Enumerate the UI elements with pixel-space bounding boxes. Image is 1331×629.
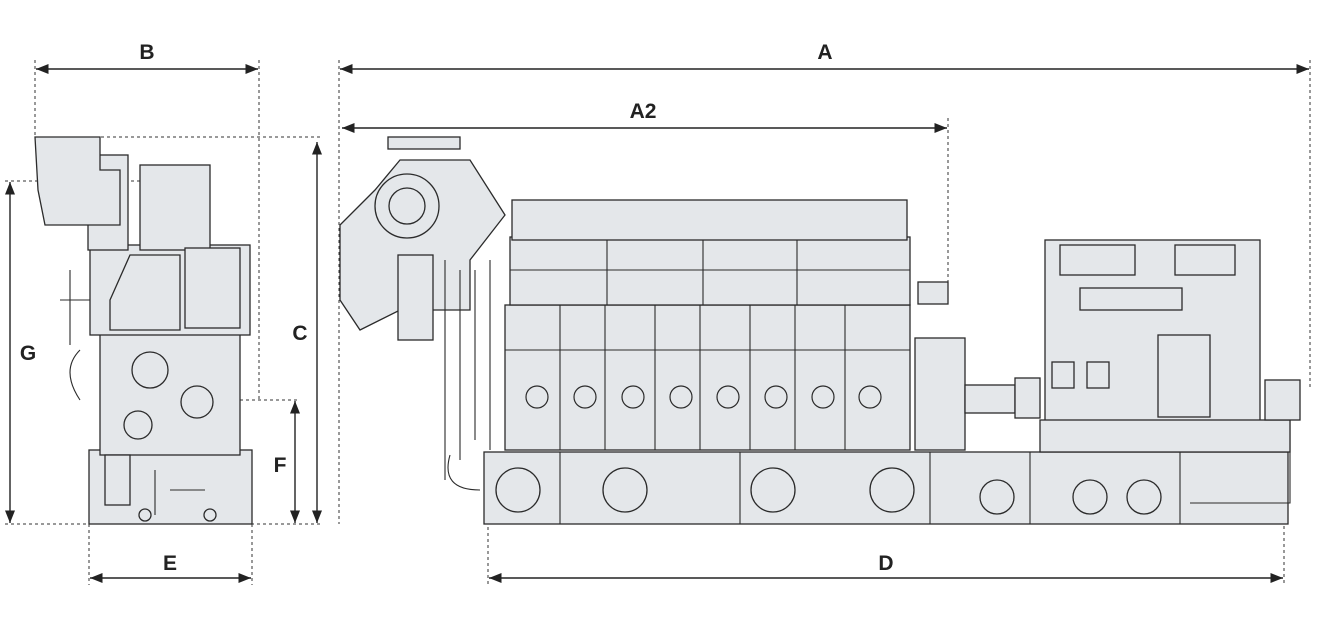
label-d: D (878, 552, 893, 575)
engine-front-view (34, 136, 253, 525)
dimension-lines (4, 63, 1309, 584)
label-e: E (163, 552, 177, 575)
label-f: F (274, 454, 287, 477)
label-a: A (817, 41, 832, 64)
engine-side-view (339, 136, 1301, 525)
label-b: B (139, 41, 154, 64)
label-g: G (20, 342, 36, 365)
label-c: C (292, 322, 307, 345)
label-a2: A2 (630, 100, 657, 123)
